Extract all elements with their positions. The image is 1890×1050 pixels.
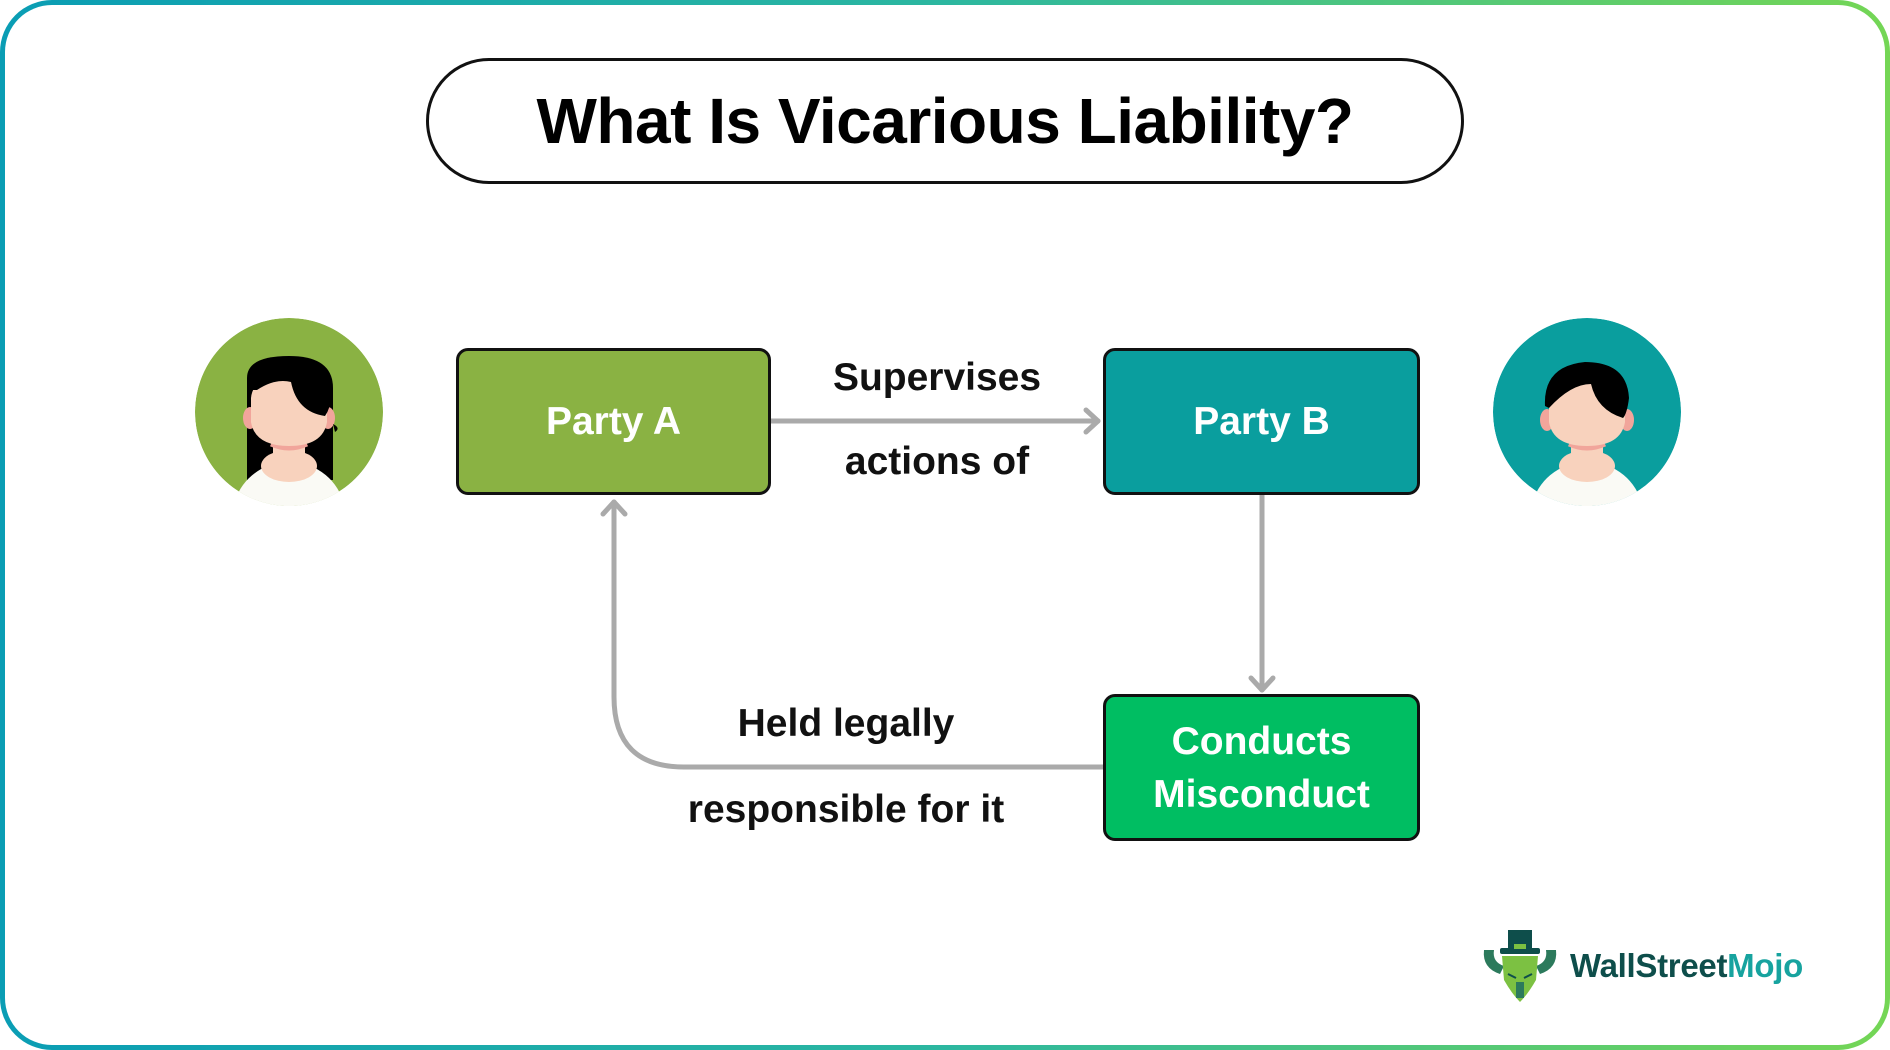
avatar-party-a (195, 318, 383, 506)
edge-label-actions-of: actions of (844, 440, 1030, 483)
node-party-b-label: Party B (1193, 400, 1330, 443)
node-misconduct: Conducts Misconduct (1103, 694, 1420, 841)
brand-logo: WallStreetMojo (1480, 928, 1803, 1004)
node-party-a: Party A (456, 348, 771, 495)
woman-avatar-icon (195, 318, 383, 506)
brand-name: WallStreetMojo (1570, 947, 1803, 985)
man-avatar-icon (1493, 318, 1681, 506)
title-banner: What Is Vicarious Liability? (426, 58, 1464, 184)
page-title: What Is Vicarious Liability? (536, 85, 1355, 157)
node-misconduct-label-line1: Conducts (1171, 719, 1352, 763)
node-party-b: Party B (1103, 348, 1420, 495)
node-party-a-label: Party A (545, 400, 682, 443)
bull-hat-logo-icon (1483, 930, 1557, 1002)
node-misconduct-label-line2: Misconduct (1153, 772, 1370, 816)
edge-label-responsible: responsible for it (687, 788, 1005, 831)
brand-name-part1: WallStreet (1570, 947, 1728, 984)
edge-label-supervises: Supervises (832, 356, 1042, 399)
brand-name-part2: Mojo (1727, 947, 1803, 984)
avatar-party-b (1493, 318, 1681, 506)
edge-label-held-legally: Held legally (737, 702, 955, 745)
arrow-misconduct-to-a (611, 499, 1108, 770)
